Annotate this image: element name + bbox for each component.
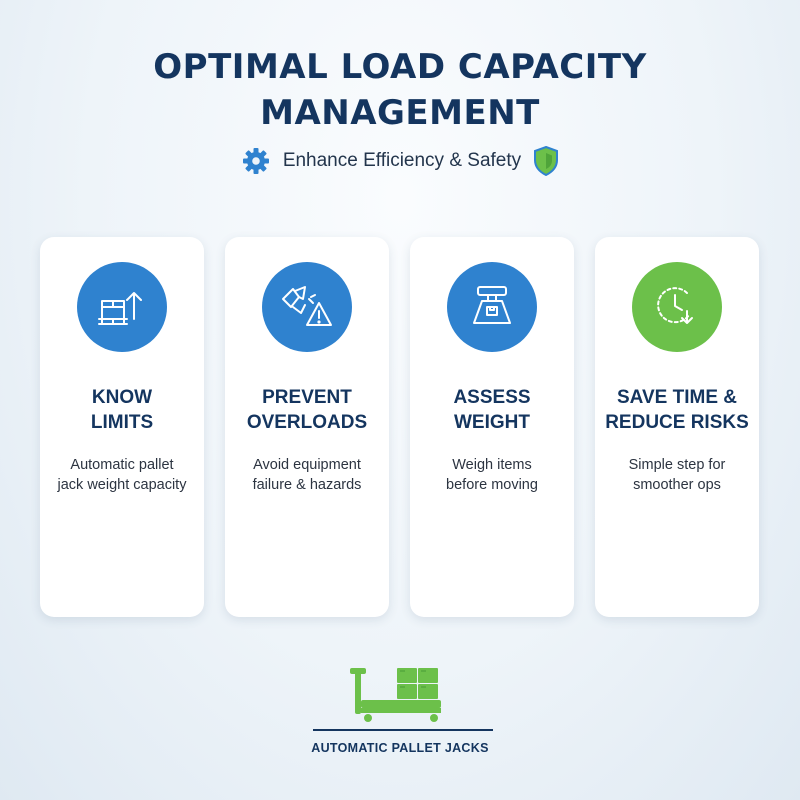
- card-prevent-overloads: PREVENT OVERLOADS Avoid equipment failur…: [225, 237, 389, 617]
- card-description-line-2: smoother ops: [633, 477, 721, 493]
- card-icon-circle: [77, 262, 167, 352]
- card-save-time: SAVE TIME & REDUCE RISKS Simple step for…: [595, 237, 759, 617]
- subtitle-row: Enhance Efficiency & Safety: [0, 146, 800, 176]
- card-icon-circle: [632, 262, 722, 352]
- card-description: Avoid equipment failure & hazards: [233, 455, 381, 495]
- card-assess-weight: ASSESS WEIGHT Weigh items before moving: [410, 237, 574, 617]
- card-description-line-1: Avoid equipment: [253, 457, 361, 473]
- clock-down-arrow-icon: [657, 287, 693, 324]
- card-description-line-2: before moving: [446, 477, 538, 493]
- card-title: SAVE TIME & REDUCE RISKS: [595, 385, 759, 435]
- footer-brand: AUTOMATIC PALLET JACKS: [311, 741, 489, 755]
- card-icon-circle: [262, 262, 352, 352]
- card-title-line-1: KNOW: [91, 387, 153, 408]
- broken-box-warning-icon: [282, 286, 332, 326]
- pallet-box-up-arrow-icon: [98, 292, 142, 325]
- card-title-line-2: WEIGHT: [454, 412, 530, 433]
- card-title: KNOW LIMITS: [40, 385, 204, 435]
- card-title-line-1: SAVE TIME &: [617, 387, 737, 408]
- card-icon-circle: [447, 262, 537, 352]
- subtitle-text: Enhance Efficiency & Safety: [282, 150, 522, 171]
- card-description: Weigh items before moving: [418, 455, 566, 495]
- card-title-line-1: ASSESS: [453, 387, 531, 408]
- footer-divider: [313, 729, 493, 731]
- gear-icon: [242, 148, 269, 174]
- card-know-limits: KNOW LIMITS Automatic pallet jack weight…: [40, 237, 204, 617]
- pallet-jack-icon: [350, 668, 441, 722]
- page-title-line-2: MANAGEMENT: [260, 93, 540, 133]
- weighing-scale-icon: [473, 286, 511, 324]
- card-title-line-2: LIMITS: [90, 412, 154, 433]
- shield-icon: [534, 146, 559, 176]
- page-title-line-1: OPTIMAL LOAD CAPACITY: [153, 47, 647, 87]
- card-title-line-2: REDUCE RISKS: [605, 412, 749, 433]
- card-description-line-2: jack weight capacity: [57, 477, 187, 493]
- card-description: Automatic pallet jack weight capacity: [48, 455, 196, 495]
- page-title: OPTIMAL LOAD CAPACITY MANAGEMENT: [0, 44, 800, 136]
- card-description-line-1: Automatic pallet: [70, 457, 174, 473]
- card-title: ASSESS WEIGHT: [410, 385, 574, 435]
- card-title-line-1: PREVENT: [262, 387, 352, 408]
- card-description: Simple step for smoother ops: [603, 455, 751, 495]
- card-title: PREVENT OVERLOADS: [225, 385, 389, 435]
- card-title-line-2: OVERLOADS: [246, 412, 368, 433]
- card-description-line-1: Simple step for: [628, 457, 726, 473]
- card-description-line-2: failure & hazards: [252, 477, 362, 493]
- card-description-line-1: Weigh items: [452, 457, 532, 473]
